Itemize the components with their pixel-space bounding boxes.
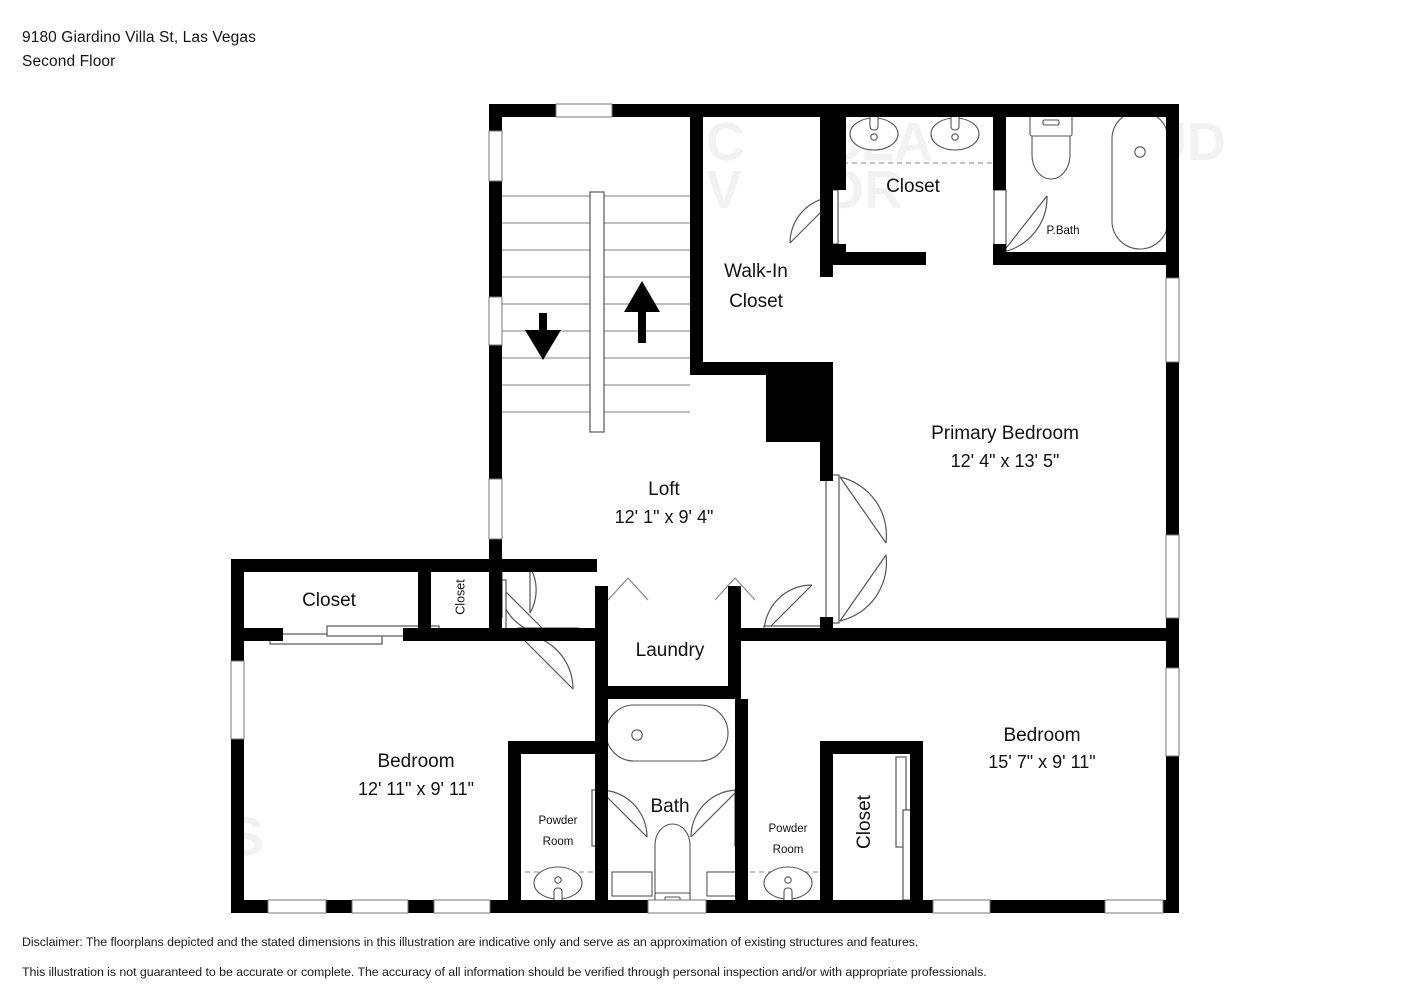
- disclaimer-line-1: Disclaimer: The floorplans depicted and …: [22, 935, 919, 949]
- wall-closet-divider: [418, 559, 431, 634]
- wall-closet-right-top: [833, 741, 923, 754]
- wall-closet-right-side: [910, 741, 923, 913]
- label-laundry: Laundry: [636, 640, 705, 661]
- wall-wic-bottom: [690, 362, 833, 375]
- label-closet-right: Closet: [854, 794, 875, 849]
- floor-label: Second Floor: [22, 53, 116, 71]
- window-right-1: [1165, 277, 1180, 363]
- label-bedroom-right-dim: 15' 7" x 9' 11": [988, 752, 1095, 772]
- wall-closet-small-right: [489, 559, 502, 634]
- window-bottom-5: [932, 899, 991, 914]
- watermark-text: V: [706, 160, 742, 220]
- wall-closet-left-bottom-b: [403, 628, 431, 641]
- window-right-2: [1165, 534, 1180, 619]
- wall-primary-closet-bottom: [833, 252, 926, 265]
- wall-pbath-bottom: [993, 252, 1179, 265]
- window-left-lower: [230, 660, 245, 740]
- wall-laundry-right: [728, 586, 741, 686]
- wall-powder-right-divider: [820, 741, 833, 913]
- walls-group: [230, 103, 1180, 914]
- label-bedroom-left-dim: 12' 11" x 9' 11": [358, 779, 474, 799]
- window-top: [555, 103, 613, 118]
- label-primary-bath: P.Bath: [1046, 225, 1079, 237]
- fixtures-group: [516, 110, 1169, 907]
- door-panel: [993, 189, 1007, 253]
- wall-loft-bottom-left: [489, 628, 595, 641]
- toilet-icon: [611, 823, 742, 907]
- label-powder-room-right-2: Room: [773, 844, 804, 856]
- window-bottom-1: [267, 899, 327, 914]
- window-bottom-2: [351, 899, 409, 914]
- window-left-upper-2: [488, 296, 503, 346]
- wall-exterior-right-upper: [1166, 104, 1179, 265]
- label-closet-left-large: Closet: [302, 590, 357, 611]
- window-right-lower: [1165, 667, 1180, 757]
- toilet-icon: [1029, 111, 1073, 180]
- wall-bath-left: [595, 699, 608, 913]
- label-bedroom-left: Bedroom: [377, 751, 454, 772]
- door-swing-loft-south: [763, 584, 813, 634]
- label-bath: Bath: [650, 796, 689, 817]
- label-loft-dim: 12' 1" x 9' 4": [615, 507, 714, 527]
- double-door-primary-bedroom: [825, 474, 888, 624]
- wall-pbath-left: [993, 104, 1006, 190]
- bifold-opening-icon: [607, 577, 756, 601]
- door-swing-bath-right: [690, 789, 739, 838]
- plan-header: 9180 Giardino Villa St, Las Vegas Second…: [22, 26, 256, 74]
- label-powder-room-left: Powder: [539, 815, 578, 827]
- wall-bath-right: [735, 699, 748, 913]
- wall-closet-left-bottom-c: [431, 628, 489, 641]
- property-address: 9180 Giardino Villa St, Las Vegas: [22, 29, 256, 46]
- stair-handrail: [589, 191, 605, 433]
- stairs-down-arrow-icon: [525, 313, 561, 360]
- window-bottom-3: [433, 899, 491, 914]
- wall-primary-closet-left: [833, 104, 846, 190]
- disclaimer-line-2: This illustration is not guaranteed to b…: [22, 964, 987, 979]
- label-walk-in-closet: Walk-In: [724, 261, 788, 282]
- label-bedroom-right: Bedroom: [1003, 725, 1080, 746]
- wall-closet-left-outer: [231, 559, 244, 634]
- wall-laundry-bottom: [595, 686, 741, 699]
- wall-primary-bed-left: [820, 375, 833, 481]
- wall-primary-bed-bottom: [820, 628, 1179, 641]
- wall-stairs-wic: [690, 104, 703, 374]
- door-swing-pbath: [1002, 195, 1048, 253]
- door-panel: [825, 474, 840, 624]
- bathtub-icon: [605, 704, 729, 762]
- window-bottom-6: [1104, 899, 1164, 914]
- label-primary-bedroom: Primary Bedroom: [931, 423, 1079, 444]
- wall-bedroom-left-right: [508, 741, 608, 754]
- stairs-up-arrow-icon: [624, 281, 660, 343]
- window-bottom-4: [647, 899, 707, 914]
- label-powder-room-right: Powder: [769, 823, 808, 835]
- door-swing-bath-left: [599, 789, 648, 838]
- label-walk-in-closet-2: Closet: [729, 291, 784, 312]
- wall-laundry-left: [595, 586, 608, 686]
- label-primary-closet: Closet: [886, 176, 941, 197]
- wall-powder-left-divider: [508, 754, 521, 913]
- sink-icon: [516, 866, 596, 905]
- label-loft: Loft: [648, 479, 680, 500]
- room-labels-group: Walk-In Closet Closet P.Bath Primary Bed…: [302, 176, 1096, 856]
- plan-footer: Disclaimer: The floorplans depicted and …: [22, 934, 1362, 993]
- staircase: [497, 191, 690, 433]
- wall-loft-bottom-right: [735, 628, 833, 641]
- label-powder-room-left-2: Room: [543, 836, 574, 848]
- wall-closet-left-top: [231, 559, 597, 572]
- label-closet-left-small: Closet: [453, 579, 467, 615]
- sink-icon: [750, 866, 828, 905]
- watermark-text: C: [706, 112, 745, 172]
- wall-wic-right: [820, 117, 833, 277]
- window-left-upper-3: [488, 478, 503, 540]
- bathtub-icon: [1111, 110, 1169, 250]
- window-left-upper-1: [488, 130, 503, 182]
- label-primary-bedroom-dim: 12' 4" x 13' 5": [951, 451, 1060, 471]
- door-swing-closet-left-small: [529, 566, 537, 614]
